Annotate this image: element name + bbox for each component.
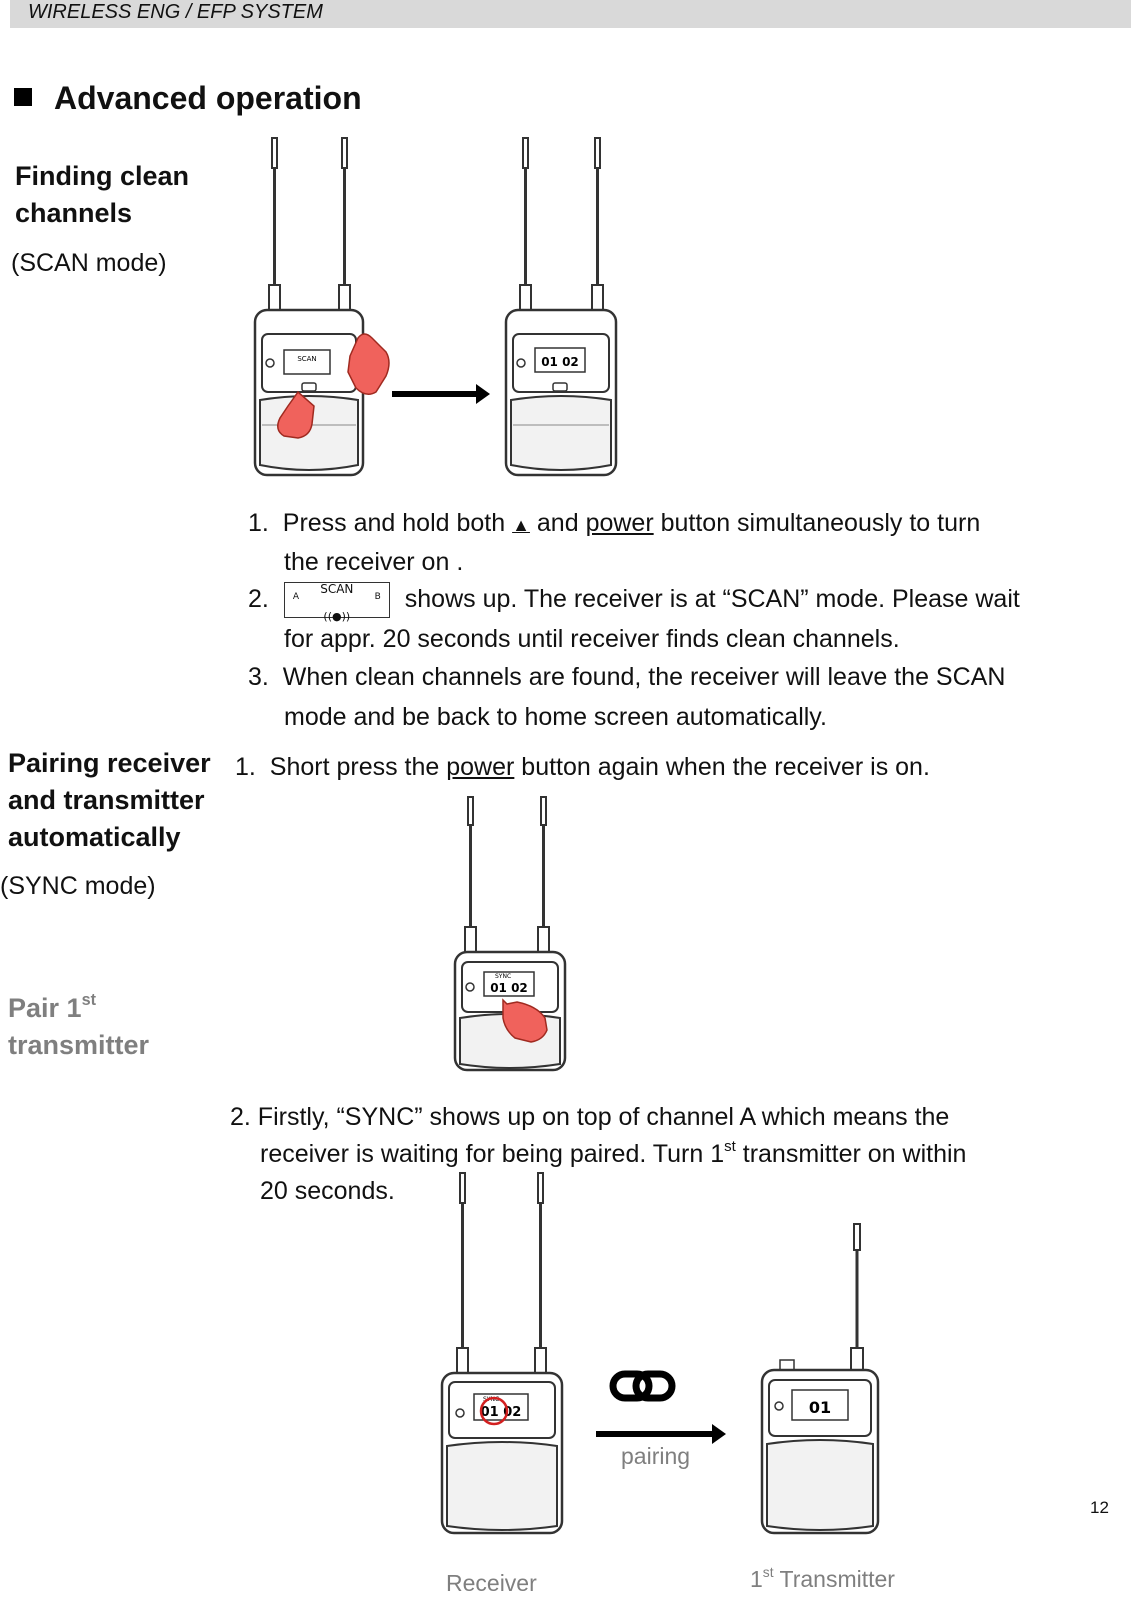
pairing-figure: SYNC 01 02 01 [440, 1172, 880, 1535]
pair-heading-b: transmitter [8, 1030, 150, 1060]
sync-step-2-text-b: receiver is waiting for being paired. Tu… [260, 1140, 725, 1168]
scan-step-1-power: power [585, 509, 654, 537]
svg-text:01 02: 01 02 [541, 355, 579, 369]
finger-power-hand-icon [277, 390, 315, 439]
transmitter-caption-num: 1 [750, 1566, 763, 1592]
pair-heading-a: Pair 1 [8, 993, 82, 1023]
up-triangle-icon: ▲ [512, 515, 530, 535]
scan-step-2-line2: for appr. 20 seconds until receiver find… [284, 625, 900, 653]
receiver-device-pairing-icon: SYNC 01 02 [440, 1172, 564, 1535]
svg-text:01 02: 01 02 [481, 1405, 522, 1420]
scan-step-1-text-a: Press and hold both [282, 509, 506, 537]
sync-heading-line1: Pairing receiver [8, 748, 211, 778]
svg-text:01: 01 [809, 1398, 831, 1417]
scan-step-3-number: 3. [248, 663, 269, 691]
pairing-caption: pairing [621, 1443, 691, 1469]
pair-first-transmitter-heading: Pair 1st transmitter [8, 990, 149, 1064]
scan-lcd-b: B [374, 592, 381, 603]
scan-lcd-title: SCAN [320, 582, 354, 597]
header-text: WIRELESS ENG / EFP SYSTEM [28, 1, 323, 23]
scan-step-2: 2. SCAN ((●)) A B shows up. The receiver… [248, 580, 1108, 623]
header-bar [10, 0, 1131, 28]
sync-step-2-sup: st [724, 1138, 736, 1156]
scan-step-1-text-c: button simultaneously to turn [660, 509, 981, 537]
sync-mode-label: (SYNC mode) [0, 872, 156, 900]
scan-step-2-text: shows up. The receiver is at “SCAN” mode… [404, 585, 1020, 613]
sync-step-1-text-b: button again when the receiver is on. [521, 753, 930, 781]
scan-lcd-icon: SCAN ((●)) A B [283, 582, 390, 623]
transmitter-device-icon: 01 [760, 1223, 880, 1535]
sync-step-2-text-c: transmitter on within [742, 1140, 967, 1168]
svg-text:SYNC: SYNC [495, 973, 511, 980]
scan-lcd-signal: ((●)) [323, 610, 351, 624]
scan-figure: SCAN 01 02 [253, 137, 618, 477]
scan-heading-line1: Finding clean [15, 161, 190, 191]
pairing-arrow-icon [596, 1424, 726, 1444]
right-arrow-icon [392, 384, 490, 404]
scan-mode-label: (SCAN mode) [11, 249, 167, 277]
square-bullet-icon [14, 88, 32, 106]
scan-step-3-line2: mode and be back to home screen automati… [284, 703, 827, 731]
transmitter-caption: 1st Transmitter [750, 1566, 895, 1593]
section-title-text: Advanced operation [54, 80, 362, 116]
sync-step-2-line2: receiver is waiting for being paired. Tu… [260, 1135, 966, 1174]
sync-step-2-line1: 2. Firstly, “SYNC” shows up on top of ch… [230, 1103, 950, 1131]
section-title: Advanced operation [14, 78, 362, 118]
svg-text:01 02: 01 02 [490, 981, 528, 995]
scan-heading: Finding clean channels [15, 158, 189, 232]
scan-lcd-a: A [292, 592, 299, 603]
sync-step-1: 1. Short press the power button again wh… [235, 748, 1095, 787]
finger-power-hand-icon [502, 998, 548, 1043]
transmitter-caption-text: Transmitter [779, 1566, 895, 1592]
transmitter-caption-sup: st [762, 1564, 774, 1580]
scan-step-3: 3. When clean channels are found, the re… [248, 658, 1108, 697]
scan-heading-line2: channels [15, 198, 133, 228]
scan-step-1-text-b: and [536, 509, 579, 537]
sync-step-1-power: power [446, 753, 515, 781]
scan-step-2-number: 2. [248, 585, 269, 613]
scan-step-1-number: 1. [248, 509, 269, 537]
receiver-caption: Receiver [446, 1570, 537, 1596]
link-chain-icon [609, 1370, 676, 1402]
scan-step-1-line2: the receiver on . [284, 548, 464, 576]
sync-step-1-number: 1. [235, 753, 256, 781]
sync-step-2-line3: 20 seconds. [260, 1177, 395, 1205]
pair-heading-sup: st [81, 991, 96, 1010]
sync-heading: Pairing receiver and transmitter automat… [8, 745, 211, 856]
scan-step-1: 1. Press and hold both ▲ and power butto… [248, 504, 1108, 545]
sync-receiver-figure: SYNC 01 02 [453, 796, 567, 1072]
page-number: 12 [1090, 1498, 1109, 1517]
sync-step-1-text-a: Short press the [269, 753, 440, 781]
sync-heading-line2: and transmitter [8, 785, 205, 815]
svg-text:SCAN: SCAN [297, 355, 316, 363]
receiver-device-home-icon: 01 02 [504, 137, 618, 477]
scan-step-3-text: When clean channels are found, the recei… [282, 663, 1006, 691]
finger-up-hand-icon [347, 333, 390, 395]
sync-heading-line3: automatically [8, 822, 181, 852]
sync-highlight-marker [479, 1396, 509, 1426]
